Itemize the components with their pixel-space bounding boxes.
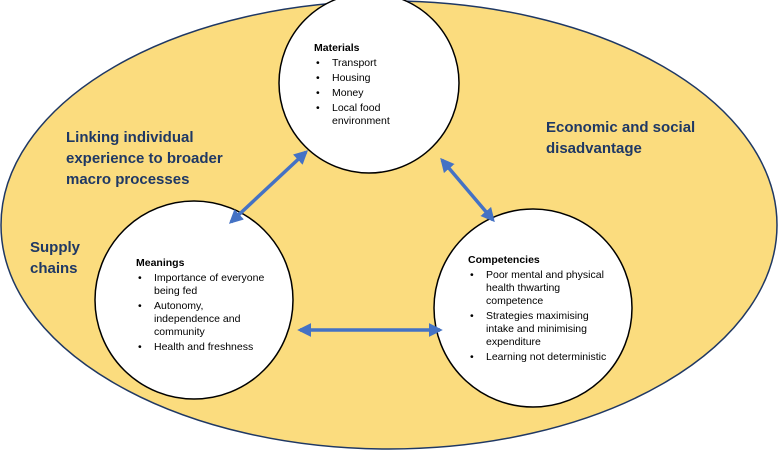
competencies-list: Poor mental and physical health thwartin… <box>468 269 618 364</box>
list-item: Poor mental and physical health thwartin… <box>468 269 618 308</box>
materials-list: Transport Housing Money Local food envir… <box>314 57 434 128</box>
meanings-list: Importance of everyone being fed Autonom… <box>136 272 268 354</box>
list-item: Health and freshness <box>136 341 268 354</box>
arrow-materials-meanings <box>228 150 309 224</box>
competencies-content: Competencies Poor mental and physical he… <box>468 254 618 366</box>
list-item: Transport <box>314 57 434 70</box>
list-item: Autonomy, independence and community <box>136 300 268 339</box>
competencies-title: Competencies <box>468 254 540 266</box>
meanings-content: Meanings Importance of everyone being fe… <box>136 257 268 356</box>
materials-content: Materials Transport Housing Money Local … <box>314 42 434 130</box>
economic-label: Economic and social disadvantage <box>546 119 696 157</box>
list-item: Strategies maximising intake and minimis… <box>468 310 618 349</box>
materials-title: Materials <box>314 42 360 54</box>
meanings-title: Meanings <box>136 257 185 269</box>
supply-chains-label: Supply chains <box>30 239 81 277</box>
list-item: Local food environment <box>314 102 434 128</box>
arrow-materials-competencies <box>440 157 495 223</box>
list-item: Money <box>314 87 434 100</box>
list-item: Housing <box>314 72 434 85</box>
list-item: Importance of everyone being fed <box>136 272 268 298</box>
linking-label: Linking individual experience to broader… <box>66 129 223 188</box>
list-item: Learning not deterministic <box>468 351 618 364</box>
